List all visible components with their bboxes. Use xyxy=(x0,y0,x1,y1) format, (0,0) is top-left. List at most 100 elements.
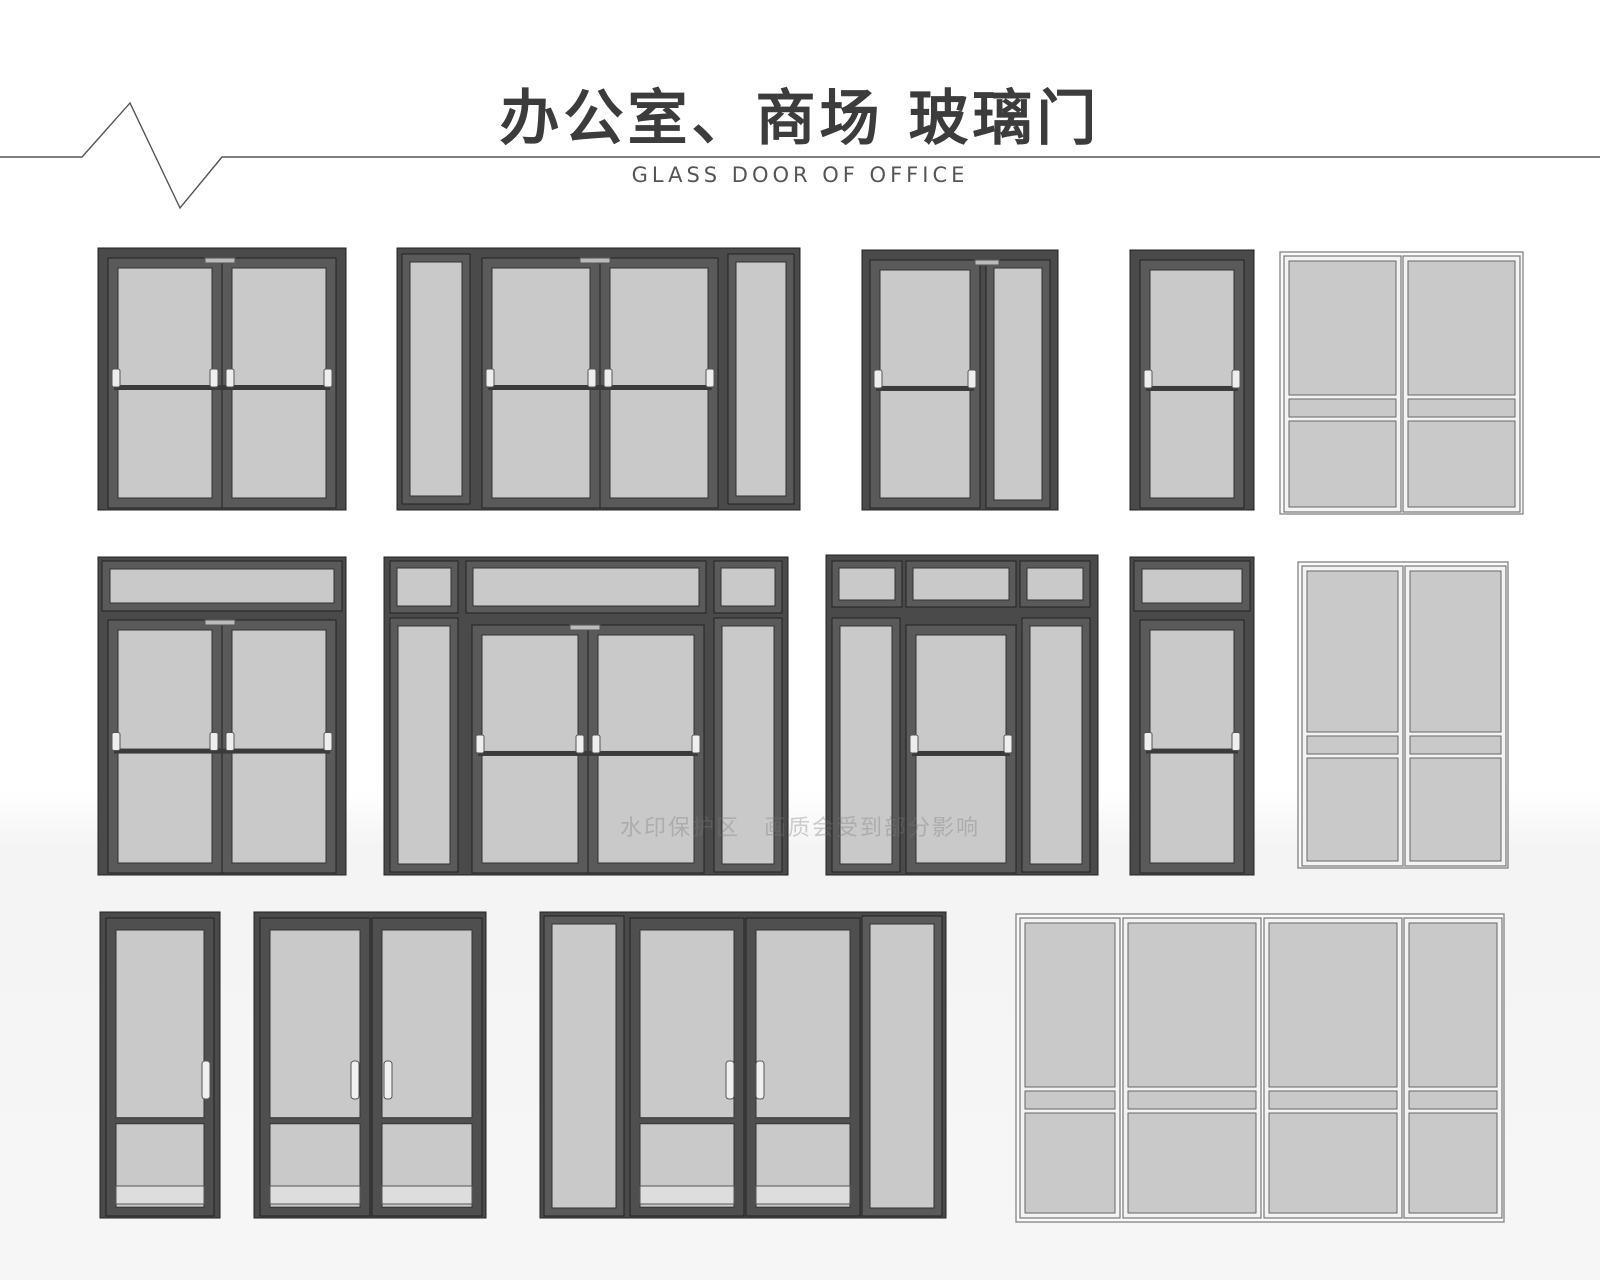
door-closer xyxy=(974,259,1000,266)
glass-pane xyxy=(231,267,327,499)
pull-handle xyxy=(725,1060,735,1100)
door-unit-quad-light xyxy=(1015,913,1505,1223)
panic-handle xyxy=(705,368,715,388)
panic-handle xyxy=(209,368,219,388)
glass-pane xyxy=(1409,570,1502,733)
panic-handle xyxy=(485,368,495,388)
panic-handle xyxy=(591,734,601,754)
glass-pane xyxy=(839,625,893,865)
glass-strip xyxy=(1306,735,1399,755)
pull-handle xyxy=(755,1060,765,1100)
door-unit-single-with-sidelight xyxy=(861,249,1059,511)
glass-pane xyxy=(1149,269,1235,499)
panic-handle xyxy=(967,369,977,389)
glass-pane xyxy=(993,267,1043,501)
glass-pane xyxy=(912,567,1010,601)
door-unit-double-pull-sidelights xyxy=(539,911,947,1219)
glass-pane xyxy=(1407,260,1516,396)
glass-strip xyxy=(1408,1090,1498,1110)
glass-pane xyxy=(397,625,451,865)
door-unit-single-sidelights-transom xyxy=(825,554,1099,876)
glass-pane xyxy=(639,929,735,1119)
glass-pane xyxy=(1026,567,1084,601)
glass-pane xyxy=(491,267,591,499)
door-unit-single-pull xyxy=(99,911,221,1219)
panic-handle xyxy=(323,368,333,388)
panic-handle xyxy=(603,368,613,388)
panic-handle xyxy=(1231,732,1241,752)
page-title: 办公室、商场 玻璃门 xyxy=(499,84,1101,154)
glass-pane xyxy=(1306,570,1399,733)
glass-pane xyxy=(117,267,213,499)
watermark-text: 水印保护区 画质会受到部分影响 xyxy=(619,816,980,841)
glass-pane xyxy=(838,567,896,601)
glass-strip xyxy=(1288,398,1397,418)
panic-bar xyxy=(114,748,330,754)
panic-handle xyxy=(225,732,235,752)
glass-pane xyxy=(1288,420,1397,508)
panic-handle xyxy=(575,734,585,754)
glass-pane xyxy=(1268,1112,1398,1214)
glass-pane xyxy=(721,625,775,865)
glass-pane xyxy=(481,634,579,864)
glass-strip xyxy=(1407,398,1516,418)
glass-pane xyxy=(1127,1112,1257,1214)
kick-plate xyxy=(269,1185,361,1205)
glass-pane xyxy=(609,267,709,499)
glass-pane xyxy=(115,929,205,1119)
glass-strip xyxy=(1127,1090,1257,1110)
door-unit-double-panic xyxy=(97,247,347,511)
door-closer xyxy=(204,619,236,626)
panic-handle xyxy=(587,368,597,388)
door-unit-double-with-transom xyxy=(97,556,347,876)
glass-pane xyxy=(720,567,776,607)
panic-handle xyxy=(1003,734,1013,754)
glass-strip xyxy=(1409,735,1502,755)
glass-pane xyxy=(1268,922,1398,1088)
glass-strip xyxy=(1268,1090,1398,1110)
glass-pane xyxy=(231,629,327,864)
glass-pane xyxy=(269,929,361,1119)
panic-handle xyxy=(873,369,883,389)
door-unit-double-light xyxy=(1297,561,1509,869)
glass-pane xyxy=(1407,420,1516,508)
glass-pane xyxy=(915,634,1007,864)
panic-handle xyxy=(111,732,121,752)
door-closer xyxy=(579,257,611,264)
kick-plate xyxy=(755,1185,851,1205)
glass-pane xyxy=(381,929,473,1119)
glass-pane xyxy=(472,567,700,607)
panic-handle xyxy=(1231,369,1241,389)
panic-bar xyxy=(478,750,698,756)
panic-handle xyxy=(323,732,333,752)
header-zigzag-line xyxy=(0,101,1600,210)
door-unit-double-light xyxy=(1279,251,1524,515)
panic-bar xyxy=(1146,748,1238,754)
glass-pane xyxy=(1409,757,1502,862)
glass-pane xyxy=(1408,1112,1498,1214)
glass-pane xyxy=(551,923,617,1209)
glass-pane xyxy=(1306,757,1399,862)
glass-pane xyxy=(409,261,463,497)
panic-handle xyxy=(909,734,919,754)
glass-pane xyxy=(1024,1112,1116,1214)
door-unit-double-pull xyxy=(253,911,487,1219)
panic-bar xyxy=(912,750,1010,756)
panic-handle xyxy=(225,368,235,388)
glass-pane xyxy=(1141,568,1243,604)
door-closer xyxy=(204,257,236,264)
door-unit-double-with-sidelights xyxy=(396,247,801,511)
panic-bar xyxy=(488,385,712,390)
door-unit-single xyxy=(1129,249,1255,511)
pull-handle xyxy=(201,1060,211,1100)
panic-handle xyxy=(1143,732,1153,752)
kick-plate xyxy=(115,1185,205,1205)
door-closer xyxy=(569,624,601,631)
panic-handle xyxy=(111,368,121,388)
door-unit-double-sidelights-transom xyxy=(383,556,789,876)
glass-strip xyxy=(1024,1090,1116,1110)
glass-pane xyxy=(755,929,851,1119)
page-subtitle: GLASS DOOR OF OFFICE xyxy=(631,163,969,187)
panic-handle xyxy=(1143,369,1153,389)
